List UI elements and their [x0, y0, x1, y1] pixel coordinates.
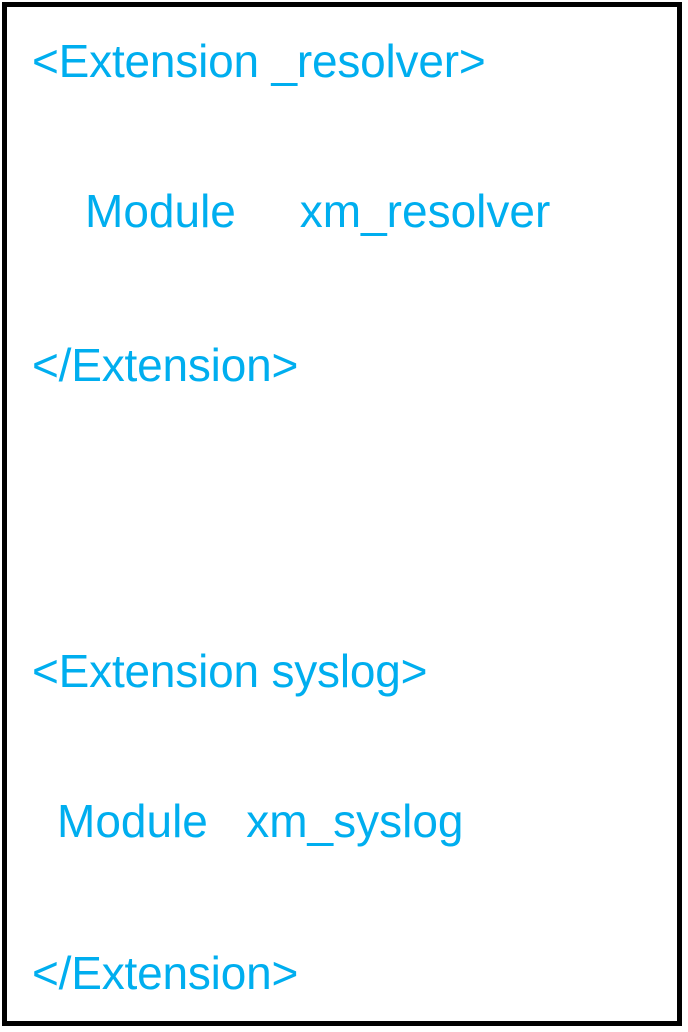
code-line-extension-syslog-close: </Extension>	[32, 947, 299, 999]
code-line-extension-syslog-open: <Extension syslog>	[32, 645, 428, 697]
code-line-module-xm-syslog: Module xm_syslog	[57, 795, 464, 847]
code-line-extension-resolver-open: <Extension _resolver>	[32, 35, 486, 87]
code-line-extension-resolver-close: </Extension>	[32, 339, 299, 391]
code-block: <Extension _resolver> Module xm_resolver…	[7, 7, 677, 1021]
code-line-module-xm-resolver: Module xm_resolver	[85, 185, 551, 237]
